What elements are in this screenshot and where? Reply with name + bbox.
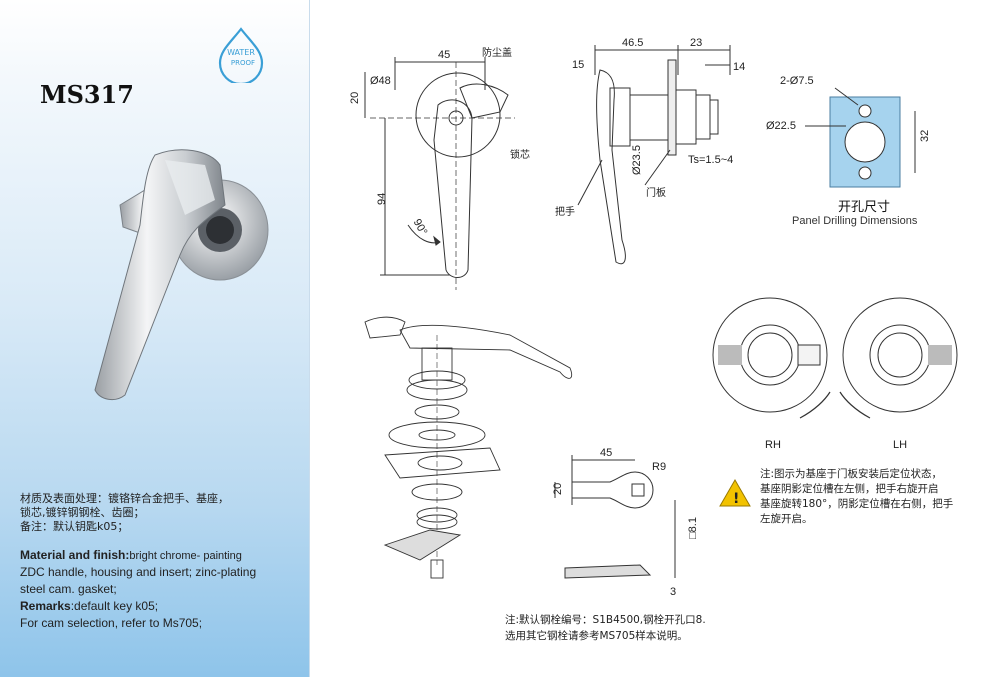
side-dim-dia: Ø23.5 [631,145,643,175]
material-label: Material and finish: [20,548,130,562]
svg-text:!: ! [733,491,739,507]
panel-caption-cn: 开孔尺寸 [838,200,891,215]
spec-en-line-1: Material and finish:bright chrome- paint… [20,548,242,564]
remarks-label: Remarks [20,599,71,613]
front-dim-dia: Ø48 [370,75,391,87]
logo-line1: WATER [227,48,255,57]
side-dim-right: 23 [690,37,702,49]
rotation-note: 注:图示为基座于门板安装后定位状态， 基座阴影定位槽在左侧，把手右旋开启 基座旋… [760,467,995,527]
label-handle: 把手 [555,205,575,218]
spec-en-line-5: For cam selection, refer to Ms705; [20,616,203,630]
label-dust-cover: 防尘盖 [482,46,512,59]
rotation-diagrams [712,297,958,419]
technical-drawing: ! 45 Ø48 20 94 90° 防尘盖 锁芯 46.5 23 15 14 … [349,37,958,598]
label-panel: 门板 [646,186,666,199]
front-dim-width: 45 [438,49,450,61]
cam-note-line-1: 注:默认钢栓编号：S1B4500,钢栓开孔口8. [505,614,706,626]
label-core: 锁芯 [510,148,530,161]
side-dim-total: 46.5 [622,37,643,49]
spec-cn-line-3: 备注：默认钥匙k05； [20,520,129,533]
rotation-note-line-3: 基座旋转180°，阴影定位槽在右侧，把手 [760,498,954,510]
rotation-note-line-1: 注:图示为基座于门板安装后定位状态， [760,468,943,480]
side-view [577,45,731,265]
remarks-text: :default key k05; [70,599,159,613]
panel-dim-holes: 2-Ø7.5 [780,75,814,87]
warning-icon [719,478,751,507]
spec-cn-line-1: 材质及表面处理：镀铬锌合金把手、基座， [20,492,229,505]
cam-dim-w: 20 [552,483,564,495]
cam-dim-t: 3 [670,586,676,598]
front-view [364,57,515,290]
panel-dim-center: Ø22.5 [766,120,796,132]
panel-caption-en: Panel Drilling Dimensions [792,215,918,227]
rotation-note-line-2: 基座阴影定位槽在左侧，把手右旋开启 [760,483,939,495]
panel-dim-height: 32 [919,130,931,142]
product-info-panel: WATER PROOF MS317 材质及表面处理：镀铬锌合金把手、基座， 锁芯… [0,0,310,677]
cam-note-line-2: 选用其它钢栓请参考MS705样本说明。 [505,630,688,642]
spec-en-line-4: Remarks:default key k05; [20,599,158,614]
spec-cn-line-2: 锁芯,镀锌钢钢栓、齿圈； [20,506,145,519]
panel-cut-view [805,87,916,188]
cam-dim-r: R9 [652,461,666,473]
front-rotation: 90° [411,217,430,237]
label-rh: RH [765,439,781,451]
spec-en-line-3: steel cam. gasket; [20,582,117,596]
logo-line2: PROOF [231,59,255,67]
product-photo [94,149,269,401]
exploded-view [364,316,573,579]
front-dim-height: 94 [376,193,388,205]
side-dim-small: 14 [733,61,745,73]
cam-dim-len: 45 [600,447,612,459]
label-lh: LH [893,439,907,451]
front-dim-top: 20 [349,92,361,104]
cam-drawing [554,455,676,579]
waterproof-logo: WATER PROOF [218,27,264,83]
rotation-note-line-4: 左旋开启。 [760,513,813,525]
side-ts: Ts=1.5~4 [688,154,733,166]
model-title: MS317 [40,80,134,109]
material-text: bright chrome- painting [129,550,242,562]
side-dim-left: 15 [572,59,584,71]
spec-en-line-2: ZDC handle, housing and insert; zinc-pla… [20,565,257,579]
cam-note: 注:默认钢栓编号：S1B4500,钢栓开孔口8. 选用其它钢栓请参考MS705样… [505,612,765,644]
cam-dim-hole: □8.1 [687,517,699,539]
